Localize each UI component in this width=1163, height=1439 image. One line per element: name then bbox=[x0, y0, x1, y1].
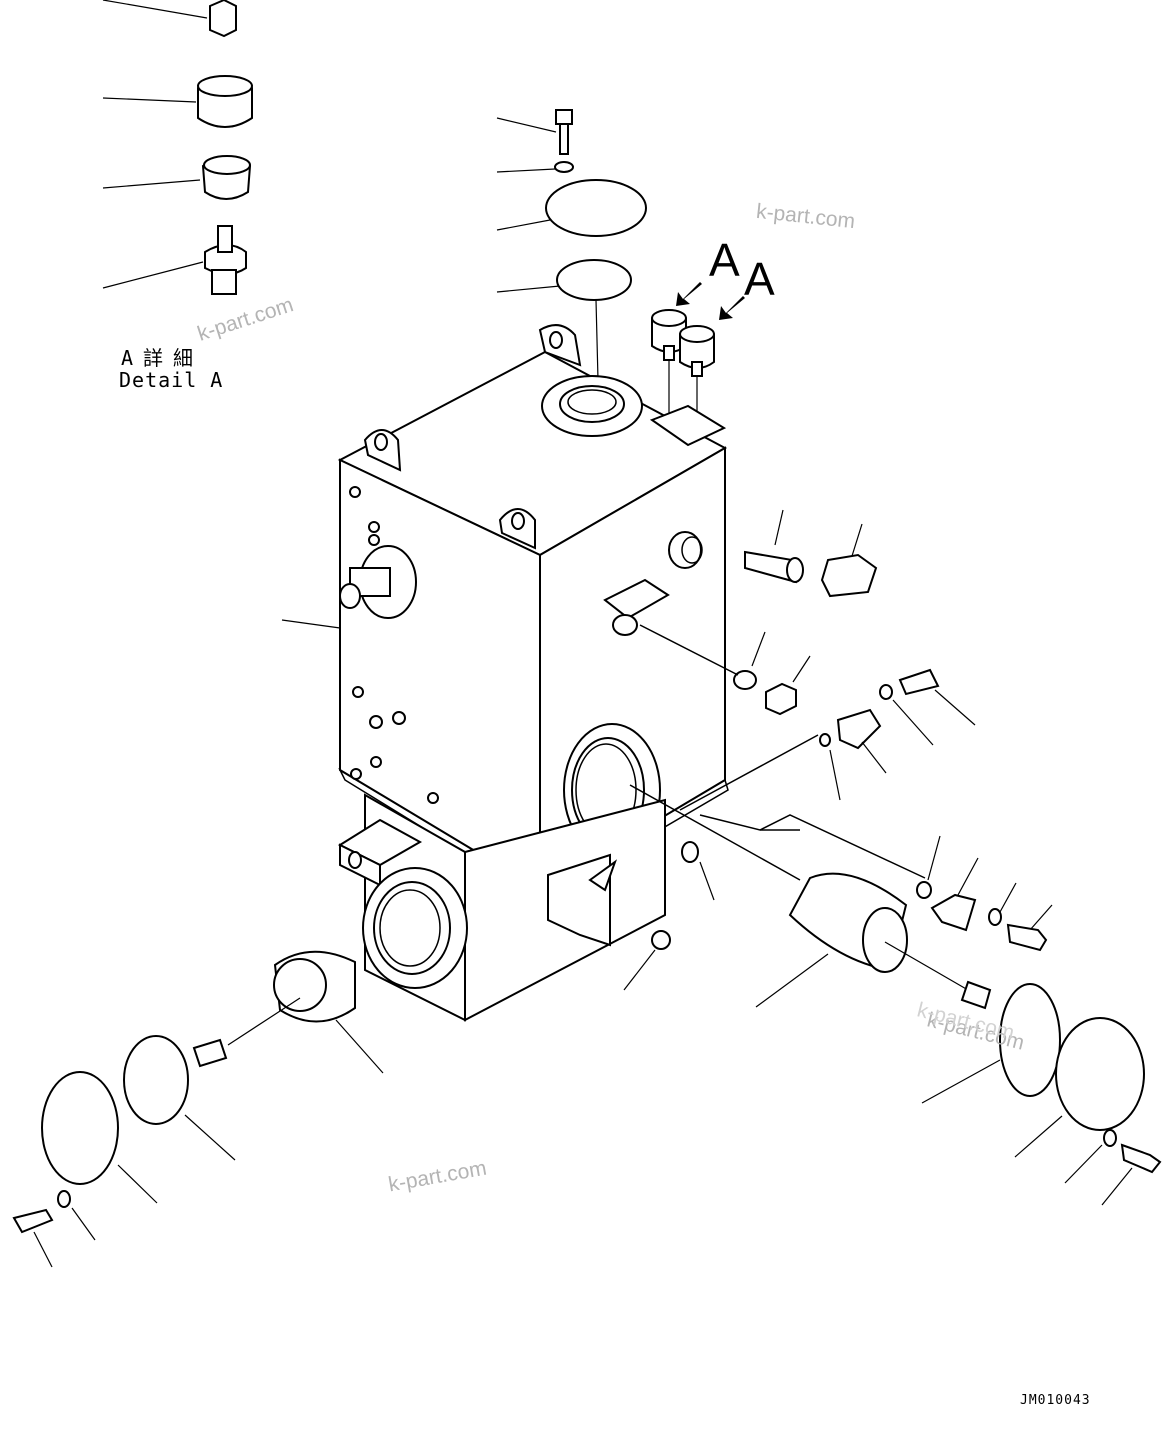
right-fittings bbox=[639, 509, 976, 811]
view-mark-a-2: A bbox=[744, 253, 775, 305]
right-filter bbox=[629, 784, 1162, 1206]
detail-a-title-jp: A詳細 bbox=[121, 346, 204, 370]
left-filter bbox=[12, 861, 715, 1268]
detail-a-title-en: Detail A bbox=[119, 368, 224, 392]
drawing-code: JM010043 bbox=[1020, 1393, 1091, 1408]
lower-box bbox=[337, 793, 699, 1022]
top-cover-parts bbox=[496, 109, 647, 381]
breather-parts bbox=[651, 282, 745, 430]
detail-a-parts bbox=[102, 0, 253, 295]
view-mark-a-1: A bbox=[709, 234, 740, 286]
